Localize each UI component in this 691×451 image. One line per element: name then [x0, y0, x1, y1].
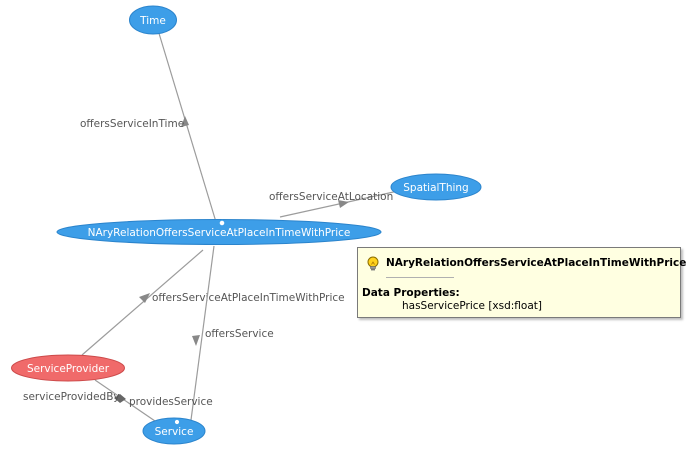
- node-label-time: Time: [139, 15, 166, 27]
- node-service[interactable]: Service: [142, 417, 206, 445]
- edge-arrow-icon: [139, 293, 150, 303]
- edge-label-offers-service-at-place-in-time-with-price: offersServiceAtPlaceInTimeWithPrice: [152, 292, 345, 304]
- edge-label-offers-service: offersService: [205, 328, 274, 340]
- edge-offers-service-in-time[interactable]: offersServiceInTime: [80, 29, 217, 223]
- edge-offers-service-at-place-in-time-with-price[interactable]: offersServiceAtPlaceInTimeWithPrice: [81, 249, 345, 356]
- node-anchor-dot: [173, 418, 181, 426]
- node-time[interactable]: Time: [129, 5, 177, 35]
- node-anchor-dot: [218, 219, 226, 227]
- edge-label-offers-service-at-location: offersServiceAtLocation: [269, 191, 393, 203]
- tooltip-section-heading: Data Properties:: [362, 287, 460, 299]
- node-tooltip: NAryRelationOffersServiceAtPlaceInTimeWi…: [357, 247, 686, 318]
- edge-arrow-icon: [338, 200, 349, 208]
- node-service-provider[interactable]: ServiceProvider: [11, 354, 125, 382]
- edge-arrow-icon: [192, 335, 200, 346]
- edge-arrow-icon: [181, 116, 189, 127]
- node-label-nary-relation: NAryRelationOffersServiceAtPlaceInTimeWi…: [88, 227, 351, 239]
- tooltip-property: hasServicePrice [xsd:float]: [402, 300, 542, 312]
- node-label-spatial-thing: SpatialThing: [403, 182, 468, 194]
- tooltip-separator: [386, 277, 454, 278]
- node-label-service-provider: ServiceProvider: [27, 363, 110, 375]
- edge-offers-service-at-location[interactable]: offersServiceAtLocation: [269, 190, 399, 218]
- edge-label-provides-service: providesService: [129, 396, 213, 408]
- node-nary-relation[interactable]: NAryRelationOffersServiceAtPlaceInTimeWi…: [56, 219, 382, 245]
- node-label-service: Service: [155, 426, 194, 438]
- edge-offers-service[interactable]: offersService: [190, 245, 274, 421]
- edge-label-service-provided-by: serviceProvidedBy: [23, 391, 120, 403]
- lightbulb-icon: [367, 256, 379, 271]
- edge-label-offers-service-in-time: offersServiceInTime: [80, 118, 184, 130]
- node-spatial-thing[interactable]: SpatialThing: [390, 173, 482, 201]
- edge-service-provider-service[interactable]: serviceProvidedBy providesService: [23, 379, 213, 422]
- tooltip-title: NAryRelationOffersServiceAtPlaceInTimeWi…: [386, 257, 687, 269]
- edge-diamond-icon: [114, 394, 126, 403]
